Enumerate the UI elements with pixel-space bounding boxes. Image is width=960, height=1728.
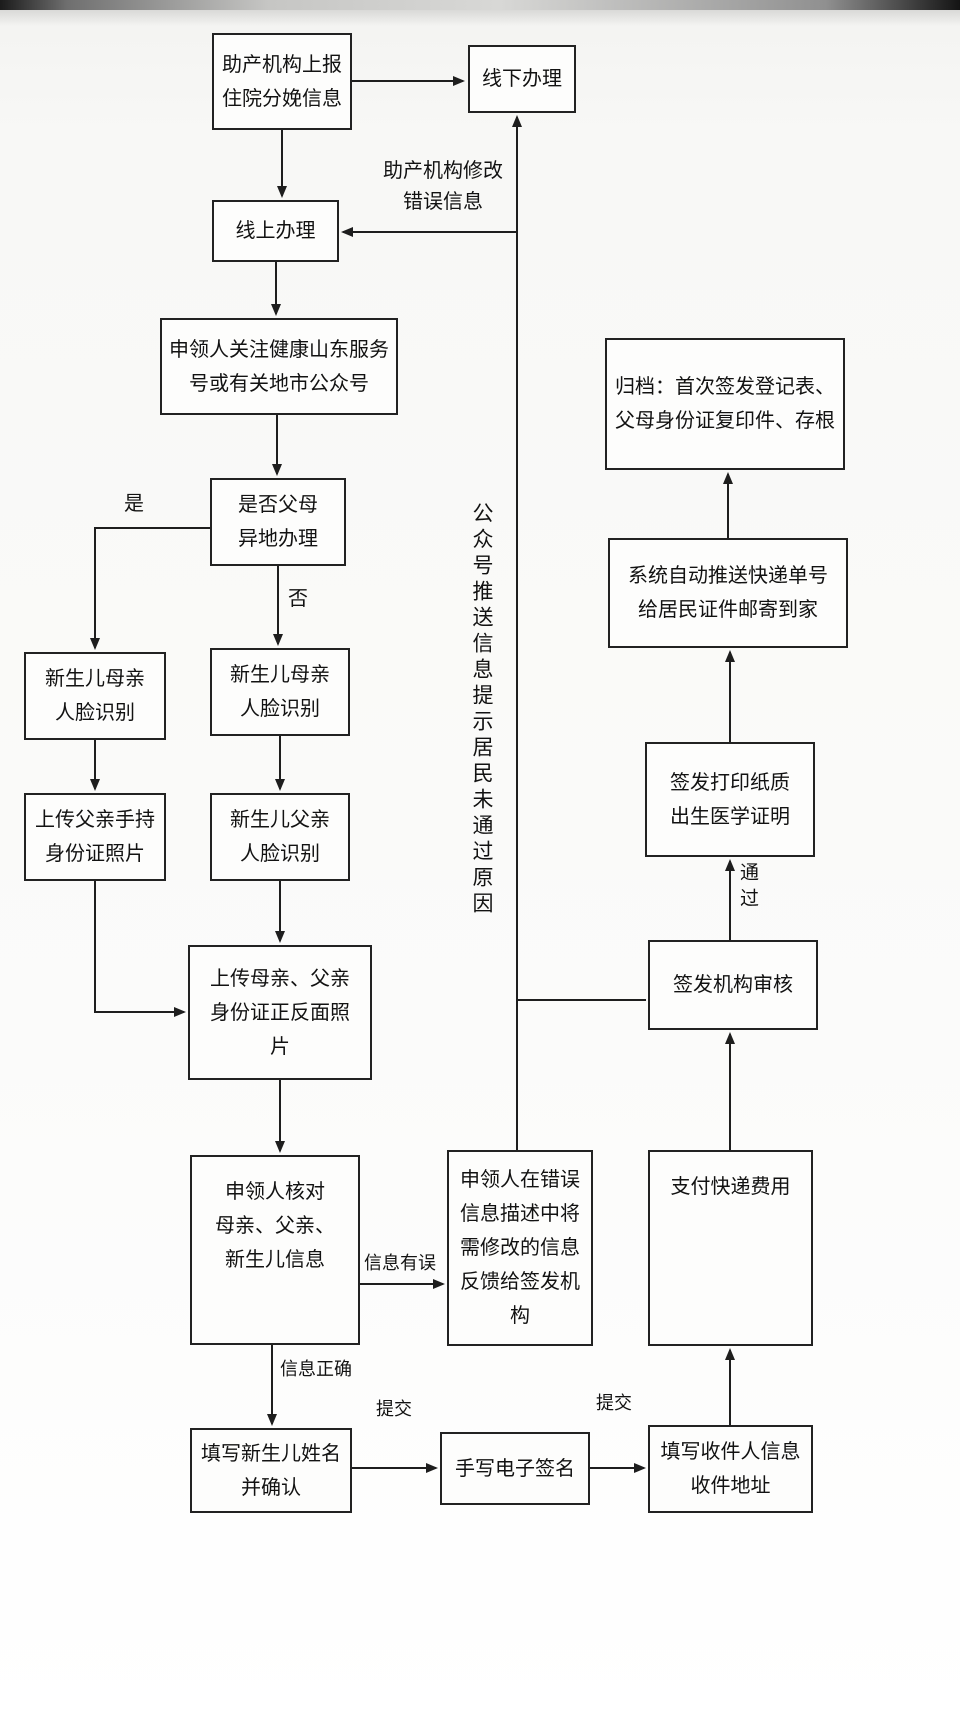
node-upload-ids: 上传母亲、父亲 身份证正反面照 片 [188,945,372,1080]
node-feedback-error: 申领人在错误 信息描述中将 需修改的信息 反馈给签发机 构 [447,1150,593,1346]
node-issuer-review: 签发机构审核 [648,940,818,1030]
node-father-face: 新生儿父亲 人脸识别 [210,793,350,881]
node-issue-print: 签发打印纸质 出生医学证明 [645,742,815,857]
label-info-wrong: 信息有误 [364,1253,436,1273]
node-pay-courier: 支付快递费用 [648,1150,813,1346]
node-follow-account: 申领人关注健康山东服务 号或有关地市公众号 [160,318,398,415]
label-yes: 是 [124,493,144,515]
node-offline-process: 线下办理 [468,45,576,113]
photo-top-shadow [0,0,960,26]
node-father-id-photo: 上传父亲手持 身份证照片 [24,793,166,881]
node-archive: 归档：首次签发登记表、 父母身份证复印件、存根 [605,338,845,470]
node-push-tracking: 系统自动推送快递单号 给居民证件邮寄到家 [608,538,848,648]
label-info-correct: 信息正确 [280,1359,352,1379]
node-mother-face: 新生儿母亲 人脸识别 [210,648,350,736]
arrow-decision-yes [90,527,210,650]
node-signature: 手写电子签名 [440,1432,590,1505]
node-online-process: 线上办理 [212,200,339,262]
node-mother-face-remote: 新生儿母亲 人脸识别 [24,652,166,740]
node-verify-info: 申领人核对 母亲、父亲、 新生儿信息 [190,1155,360,1345]
arrow-fatherphoto-to-upload [94,881,186,1017]
label-pass: 通过 [737,862,758,914]
node-remote-decision: 是否父母 异地办理 [210,478,346,566]
label-fix-info: 助产机构修改 错误信息 [383,160,503,213]
label-no: 否 [288,588,308,610]
node-report-delivery: 助产机构上报 住院分娩信息 [212,33,352,130]
label-submit-2: 提交 [596,1393,632,1413]
label-notify-reason: 公众号推送信息提示居民未通过原因 [470,502,493,918]
node-fill-name: 填写新生儿姓名 并确认 [190,1428,352,1513]
label-submit-1: 提交 [376,1399,412,1419]
node-recipient-info: 填写收件人信息 收件地址 [648,1425,813,1513]
